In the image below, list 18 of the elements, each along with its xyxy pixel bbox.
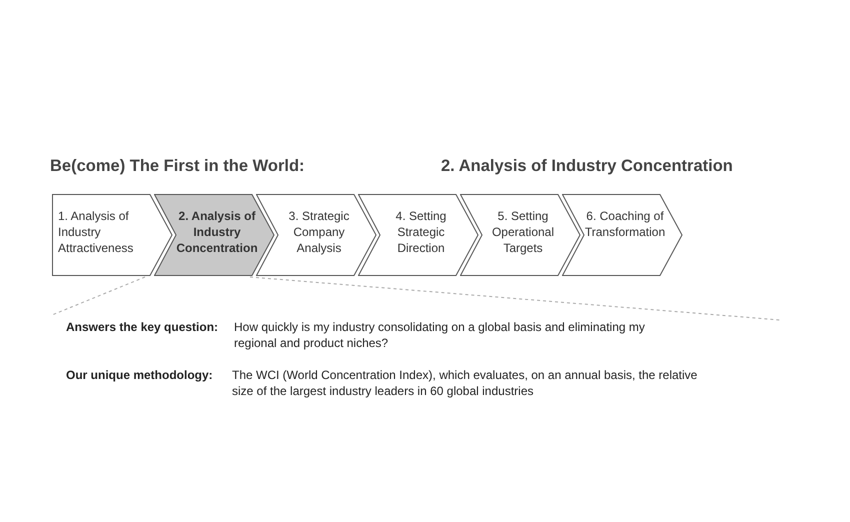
chevron-step [562,194,682,276]
chevron-step [256,194,376,276]
step-label: 1. Analysis of Industry Attractiveness [58,208,134,256]
step-label: 3. Strategic Company Analysis [288,208,350,256]
step-label: 4. Setting Strategic Direction [394,208,448,256]
section-heading: 2. Analysis of Industry Concentration [441,157,733,176]
chevron-step [154,194,274,276]
step-label: 6. Coaching of Transformation [584,208,666,240]
diagram-title: Be(come) The First in the World: [50,157,305,176]
chevron-step [358,194,478,276]
methodology-text: The WCI (World Concentration Index), which evaluates, on an annual basis, the relative size of the largest industry leaders in 60 global industries [232,367,698,399]
chevron-step [52,194,172,276]
step-label: 2. Analysis of Industry Concentration [175,208,259,256]
answer-text: How quickly is my industry consolidating on a global basis and eliminating my regional and product niches? [234,319,646,351]
chevron-step [460,194,580,276]
row-label: Answers the key question: [66,320,218,334]
row-label: Our unique methodology: [66,368,213,382]
step-label: 5. Setting Operational Targets [490,208,556,256]
